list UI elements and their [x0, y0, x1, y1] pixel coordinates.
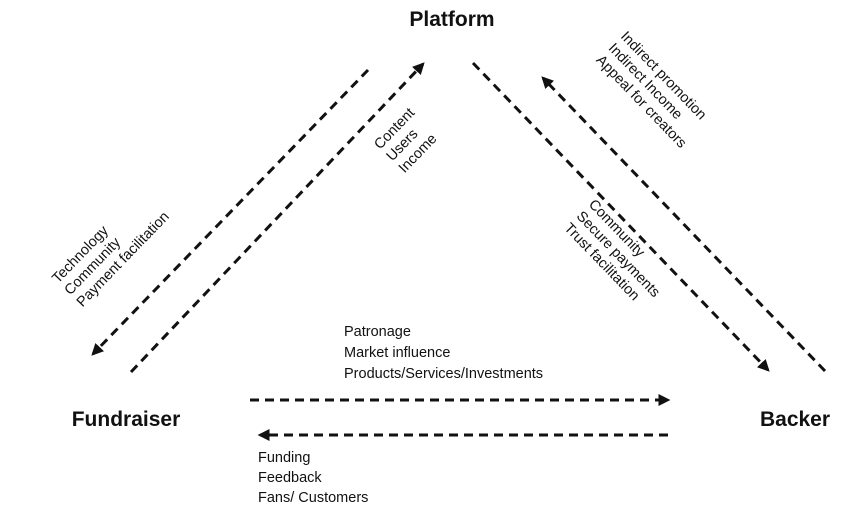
- fundraiser-node: Fundraiser: [72, 408, 181, 431]
- edge-label: Fans/ Customers: [258, 490, 368, 506]
- label-group-backer-to-fundraiser: Funding Feedback Fans/ Customers: [258, 450, 368, 506]
- label-group-platform-to-backer: Community Secure payments Trust facilita…: [561, 197, 663, 304]
- backer-node: Backer: [760, 408, 830, 431]
- arrow-platform-to-backer: [471, 61, 770, 372]
- arrow-platform-to-fundraiser: [91, 68, 370, 356]
- label-group-fundraiser-to-backer: Patronage Market influence Products/Serv…: [344, 324, 543, 382]
- arrow-backer-to-platform: [541, 76, 827, 373]
- edge-label: Market influence: [344, 345, 450, 361]
- edge-label: Funding: [258, 450, 310, 466]
- edge-label: Feedback: [258, 470, 322, 486]
- platform-node: Platform: [409, 8, 494, 31]
- label-group-backer-to-platform: Indirect promotion Indirect Income Appea…: [593, 29, 710, 152]
- label-group-fundraiser-to-platform: Content Users Income: [371, 105, 440, 176]
- arrow-fundraiser-to-platform: [129, 62, 425, 374]
- edge-label: Products/Services/Investments: [344, 366, 543, 382]
- edge-label: Patronage: [344, 324, 411, 340]
